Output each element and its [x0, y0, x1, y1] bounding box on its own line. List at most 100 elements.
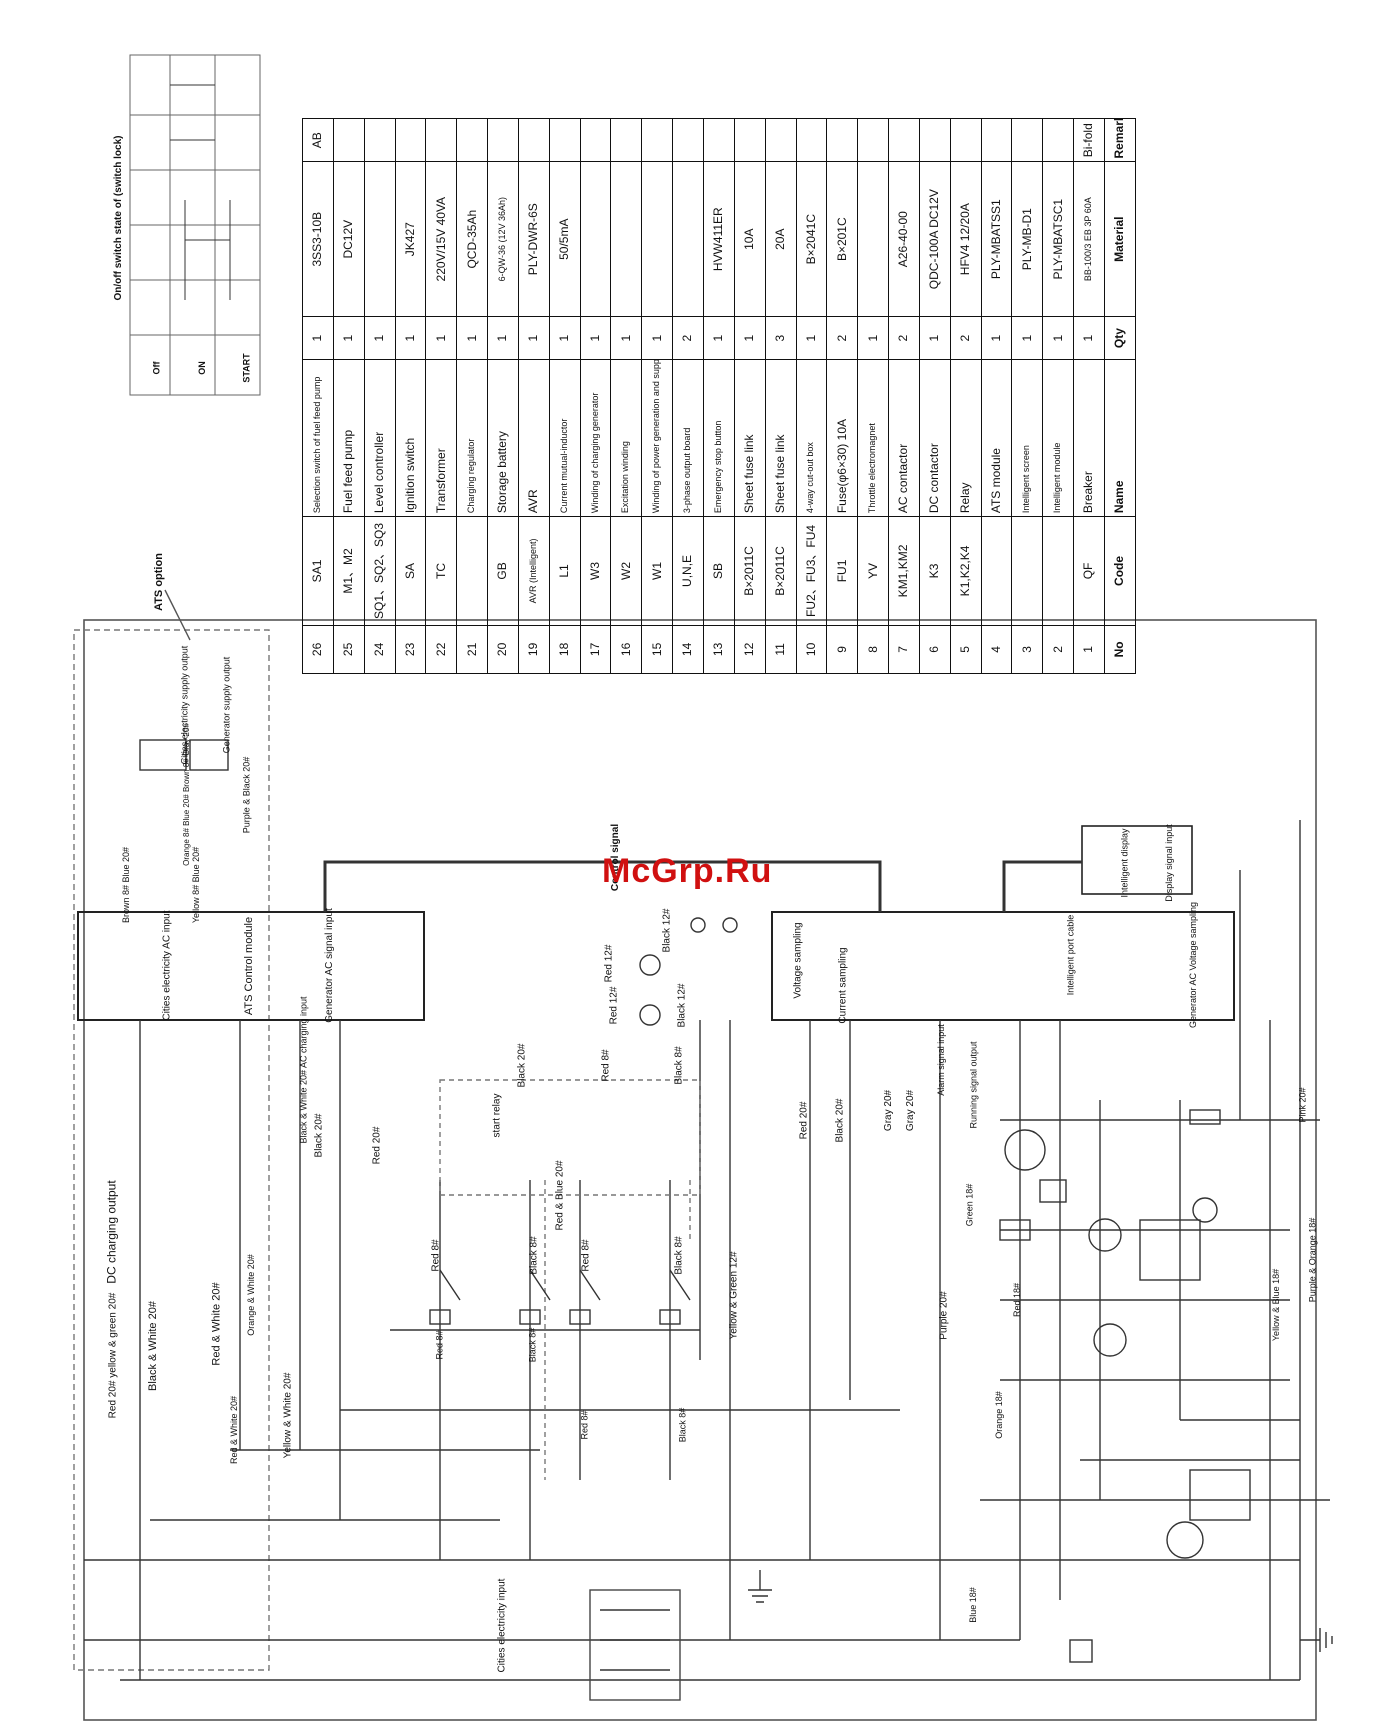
label-red12-a: Red 12#	[603, 944, 615, 983]
label-orange18: Orange 18#	[993, 1391, 1004, 1439]
switch-row-off: Off	[151, 361, 162, 375]
bom-cell-material: A26-40-00	[888, 161, 920, 317]
bom-cell-material: B×201C	[826, 161, 858, 317]
bom-cell-material	[580, 161, 611, 317]
bom-cell-remark	[672, 118, 704, 162]
bom-cell-material: 20A	[765, 161, 796, 317]
bom-cell-no: No	[1104, 625, 1136, 674]
bom-cell-no: 8	[857, 625, 889, 674]
bom-cell-material: 220V/15V 40VA	[425, 161, 457, 317]
bom-cell-material	[672, 161, 704, 317]
bom-cell-name: Winding of power generation and supply	[641, 359, 673, 517]
switch-state-grid	[129, 54, 261, 396]
intelligent-display-box	[1081, 825, 1193, 895]
label-yellow-blue18: Yellow & Blue 18#	[1271, 1268, 1282, 1342]
bom-cell-material	[610, 161, 642, 317]
label-black8-top: Black 8#	[673, 1046, 685, 1085]
bom-cell-no: 2	[1042, 625, 1074, 674]
bom-cell-material: DC12V	[333, 161, 365, 317]
engine-detail	[600, 1609, 670, 1671]
bom-cell-code: AVR (Intelligent)	[518, 516, 550, 626]
label-brown-blue: Brown 8# Blue 20#	[121, 846, 132, 924]
bom-cell-code: W2	[610, 516, 642, 626]
label-rw-b: Red & White 20#	[229, 1395, 240, 1465]
bom-cell-name: Intelligent module	[1042, 359, 1074, 517]
bom-cell-material: HFV4 12/20A	[950, 161, 982, 317]
label-yellow-blue: Yellow 8# Blue 20#	[191, 846, 202, 924]
label-red8-c: Red 8#	[434, 1330, 445, 1360]
label-display-signal: Display signal input	[1163, 824, 1174, 902]
bom-cell-remark	[857, 118, 889, 162]
label-rw-a: Red & White 20#	[210, 1282, 223, 1366]
label-city-input: Cities electricity input	[496, 1578, 508, 1673]
bom-cell-remark	[487, 118, 519, 162]
city-contact	[139, 739, 187, 771]
label-purple-orange: Purple & Orange 18#	[1307, 1217, 1318, 1303]
label-bw: Black & White 20#	[146, 1301, 159, 1391]
bom-cell-qty: Qty	[1104, 316, 1136, 360]
bom-cell-remark	[580, 118, 611, 162]
label-ats-control: ATS Control module	[243, 916, 256, 1016]
label-black8-d: Black 8#	[677, 1407, 688, 1443]
bom-cell-name: Transformer	[425, 359, 457, 517]
switch-row-on: ON	[196, 361, 207, 375]
bom-cell-material: BB-100/3 EB 3P 60A	[1073, 161, 1105, 317]
label-purple20: Purple 20#	[938, 1291, 950, 1340]
relay-dashed-box	[439, 1079, 701, 1196]
bom-cell-remark: Bi-fold	[1073, 118, 1105, 162]
component-box-6	[1189, 1109, 1221, 1125]
bom-cell-qty: 1	[333, 316, 365, 360]
bom-cell-code: W1	[641, 516, 673, 626]
bom-cell-no: 16	[610, 625, 642, 674]
label-gray20-b: Gray 20#	[905, 1089, 917, 1132]
bom-cell-no: 26	[302, 625, 334, 674]
engine-block	[589, 1589, 681, 1701]
bom-cell-code: SA	[395, 516, 426, 626]
bom-cell-material: 6-QW-36 (12V 36Ah)	[487, 161, 519, 317]
bom-cell-no: 9	[826, 625, 858, 674]
bom-cell-material: PLY-MB-D1	[1011, 161, 1043, 317]
bom-cell-code	[1042, 516, 1074, 626]
label-red8-b: Red 8#	[580, 1239, 592, 1272]
switch-1	[439, 1269, 691, 1301]
label-black12-b: Black 12#	[676, 983, 688, 1028]
bom-cell-qty: 1	[487, 316, 519, 360]
bom-cell-no: 20	[487, 625, 519, 674]
bom-cell-remark	[364, 118, 396, 162]
bom-cell-qty: 1	[703, 316, 735, 360]
bom-cell-no: 3	[1011, 625, 1043, 674]
bom-cell-name: 3-phase output board	[672, 359, 704, 517]
label-blue18: Blue 18#	[967, 1587, 978, 1623]
bom-cell-no: 25	[333, 625, 365, 674]
bom-cell-material: B×2041C	[796, 161, 827, 317]
bom-cell-material: 3SS3-10B	[302, 161, 334, 317]
terminal-2	[639, 1004, 661, 1026]
bom-cell-qty: 2	[826, 316, 858, 360]
terminal-4	[722, 917, 738, 933]
label-black20-b: Black 20#	[516, 1043, 528, 1088]
bom-cell-remark	[641, 118, 673, 162]
bom-cell-remark	[734, 118, 766, 162]
bom-cell-remark	[518, 118, 550, 162]
bom-cell-name: Charging regulator	[456, 359, 488, 517]
bom-cell-remark	[950, 118, 982, 162]
terminal-3	[690, 917, 706, 933]
bom-cell-remark	[796, 118, 827, 162]
bom-cell-remark	[333, 118, 365, 162]
bom-cell-no: 18	[549, 625, 581, 674]
bom-cell-name: Breaker	[1073, 359, 1105, 517]
bom-cell-name: Winding of charging generator	[580, 359, 611, 517]
bom-cell-remark	[703, 118, 735, 162]
bom-cell-code: KM1,KM2	[888, 516, 920, 626]
label-red20-a: Red 20#	[371, 1126, 383, 1165]
bom-cell-name: DC contactor	[919, 359, 951, 517]
